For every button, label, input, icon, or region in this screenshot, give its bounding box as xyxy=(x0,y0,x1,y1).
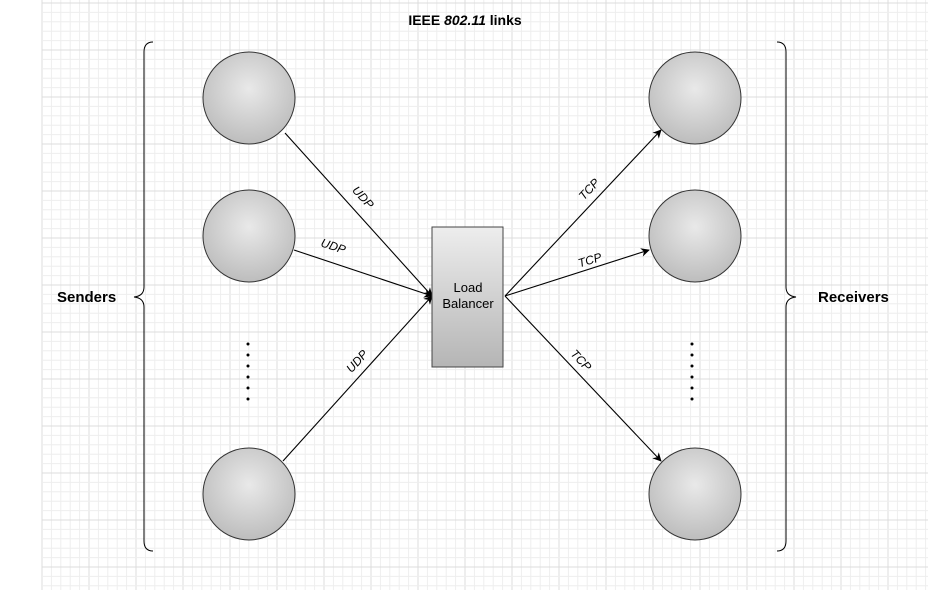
load-balancer-label-line2: Balancer xyxy=(442,296,494,311)
sender-node-1 xyxy=(202,51,296,145)
edge-label-sender-3: UDP xyxy=(343,347,370,375)
senders-label: Senders xyxy=(57,289,116,306)
receiver-node-1 xyxy=(648,51,742,145)
load-balancer-label-line1: Load xyxy=(454,280,483,295)
edge-label-sender-1: UDP xyxy=(349,183,376,211)
edge-receiver-3 xyxy=(504,295,662,462)
edge-label-receiver-2: TCP xyxy=(576,250,603,270)
edge-sender-1 xyxy=(284,132,433,297)
senders-brace xyxy=(133,41,154,552)
receivers-brace xyxy=(776,41,797,552)
edge-sender-3 xyxy=(282,295,433,462)
receivers-label: Receivers xyxy=(818,289,889,306)
sender-node-3 xyxy=(202,447,296,541)
edge-receiver-1 xyxy=(504,129,662,297)
edge-receiver-2 xyxy=(504,248,650,297)
diagram-title: IEEE 802.11 links xyxy=(408,12,522,28)
receivers-ellipsis xyxy=(690,342,694,401)
receiver-node-3 xyxy=(648,447,742,541)
edge-label-receiver-1: TCP xyxy=(576,176,603,203)
load-balancer-box xyxy=(431,226,504,368)
receiver-node-2 xyxy=(648,189,742,283)
senders-ellipsis xyxy=(246,342,250,401)
sender-node-2 xyxy=(202,189,296,283)
edge-sender-2 xyxy=(293,249,433,298)
